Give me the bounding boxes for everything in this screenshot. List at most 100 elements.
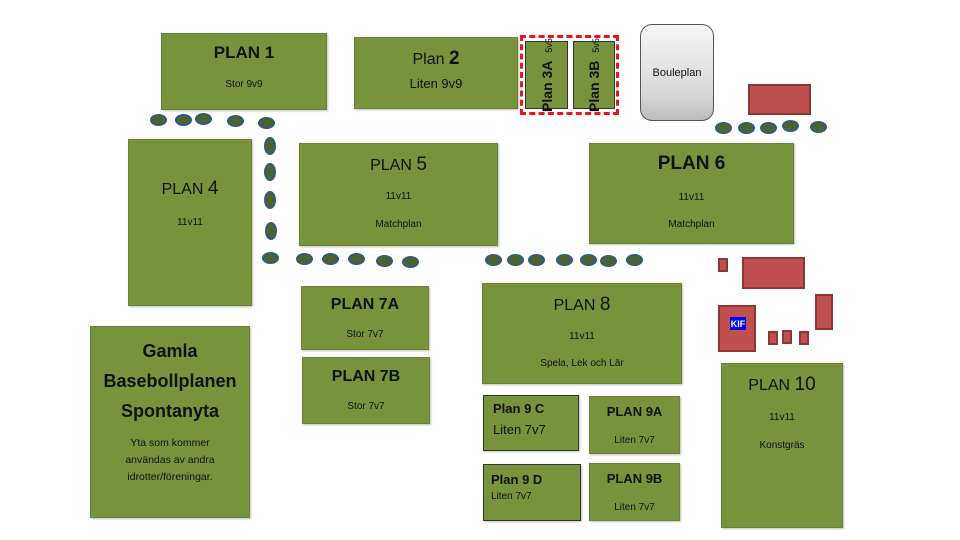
field-plan-3b[interactable]: Plan 3B 5v5 <box>573 38 615 112</box>
field-title: PLAN 9B <box>606 471 663 486</box>
field-plan-9c[interactable]: Plan 9 C Liten 7v7 <box>483 395 579 451</box>
title-number: 10 <box>794 374 816 395</box>
field-baseball-spontanyta[interactable]: Gamla Basebollplanen Spontanyta Yta som … <box>90 326 250 518</box>
bouleplan-label: Bouleplan <box>652 66 702 79</box>
field-plan-1[interactable]: PLAN 1 Stor 9v9 <box>161 33 327 110</box>
tree-icon <box>348 253 365 265</box>
field-note: Matchplan <box>375 219 422 230</box>
field-plan-4[interactable]: PLAN 4 11v11 <box>128 139 252 306</box>
field-plan-3a[interactable]: Plan 3A 5v5 <box>525 38 568 112</box>
description-line: idrotter/föreningar. <box>127 471 213 483</box>
title-prefix: PLAN <box>553 297 600 314</box>
tree-icon <box>760 122 777 134</box>
tree-icon <box>175 114 192 126</box>
field-subtitle: Stor 7v7 <box>347 401 385 412</box>
field-plan-8[interactable]: PLAN 8 11v11 Spela, Lek och Lär <box>482 283 682 384</box>
title-number: 8 <box>599 294 611 315</box>
field-subtitle: Stor 9v9 <box>225 79 263 90</box>
building <box>742 257 805 289</box>
field-title: Plan 3B <box>586 60 602 112</box>
title-line: Basebollplanen <box>103 371 237 391</box>
field-title: PLAN 8 <box>483 294 681 317</box>
field-subtitle: Liten 7v7 <box>614 435 655 446</box>
field-plan-7a[interactable]: PLAN 7A Stor 7v7 <box>301 286 429 350</box>
field-subtitle: Liten 9v9 <box>409 76 463 91</box>
building <box>799 331 809 345</box>
title-prefix: Plan <box>412 51 449 68</box>
title-number: 4 <box>207 178 219 199</box>
club-badge-label: KIF <box>730 318 746 329</box>
building <box>748 84 811 115</box>
field-subtitle: 11v11 <box>385 191 412 202</box>
field-note: Matchplan <box>668 219 715 230</box>
field-plan-7b[interactable]: PLAN 7B Stor 7v7 <box>302 357 430 424</box>
tree-icon <box>738 122 755 134</box>
tree-icon <box>227 115 244 127</box>
tree-icon <box>580 254 597 266</box>
building <box>718 258 728 272</box>
tree-icon <box>782 120 799 132</box>
field-plan-10[interactable]: PLAN 10 11v11 Konstgräs <box>721 363 843 528</box>
field-title: PLAN 7B <box>331 368 401 385</box>
tree-icon <box>376 255 393 267</box>
field-plan-9a[interactable]: PLAN 9A Liten 7v7 <box>589 396 680 454</box>
field-label: Plan 3B 5v5 <box>586 38 602 112</box>
tree-icon <box>528 254 545 266</box>
tree-icon <box>195 113 212 125</box>
tree-icon <box>264 137 276 155</box>
field-subtitle: 11v11 <box>678 192 705 203</box>
field-title: Plan 9 C <box>493 401 545 416</box>
field-note: Spela, Lek och Lär <box>540 358 624 369</box>
field-description: Yta som kommer användas av andra idrotte… <box>91 435 249 486</box>
field-title: Plan 9 D <box>491 472 543 487</box>
clubhouse[interactable]: KIF <box>718 305 756 352</box>
field-note: Konstgräs <box>759 440 805 451</box>
tree-icon <box>507 254 524 266</box>
building <box>782 330 792 344</box>
field-plan-5[interactable]: PLAN 5 11v11 Matchplan <box>299 143 498 246</box>
tree-icon <box>715 122 732 134</box>
field-subtitle: 5v5 <box>591 38 601 53</box>
field-plan-2[interactable]: Plan 2 Liten 9v9 <box>354 37 518 109</box>
field-title: PLAN 10 <box>722 374 842 397</box>
building <box>815 294 833 330</box>
title-prefix: PLAN <box>161 181 208 198</box>
field-subtitle: Liten 7v7 <box>614 502 655 513</box>
title-number: 5 <box>416 154 427 175</box>
tree-icon <box>402 256 419 268</box>
title-prefix: PLAN <box>748 377 795 394</box>
field-label: Plan 3A 5v5 <box>539 38 555 112</box>
tree-icon <box>322 253 339 265</box>
field-title: Plan 2 <box>355 48 517 71</box>
field-subtitle: 11v11 <box>569 331 595 342</box>
tree-icon <box>258 117 275 129</box>
tree-icon <box>556 254 573 266</box>
title-line: Gamla <box>142 341 198 361</box>
field-plan-9b[interactable]: PLAN 9B Liten 7v7 <box>589 463 680 521</box>
tree-icon <box>810 121 827 133</box>
field-plan-9d[interactable]: Plan 9 D Liten 7v7 <box>483 464 581 521</box>
field-plan-6[interactable]: PLAN 6 11v11 Matchplan <box>589 143 794 244</box>
highlight-box-plan-3 <box>520 35 619 115</box>
field-title: PLAN 9A <box>606 404 663 419</box>
tree-icon <box>265 222 277 240</box>
title-prefix: PLAN <box>370 157 417 174</box>
field-subtitle: 11v11 <box>769 412 795 423</box>
field-subtitle: Liten 7v7 <box>493 422 546 437</box>
club-badge-icon: KIF <box>730 317 746 330</box>
bouleplan[interactable]: Bouleplan <box>640 24 714 121</box>
field-title: Plan 3A <box>538 60 555 112</box>
field-subtitle: Liten 7v7 <box>491 491 532 502</box>
field-subtitle: 11v11 <box>177 217 203 228</box>
title-line: Spontanyta <box>120 401 219 421</box>
field-title: PLAN 1 <box>213 43 275 62</box>
description-line: användas av andra <box>125 454 215 466</box>
tree-icon <box>485 254 502 266</box>
tree-icon <box>600 255 617 267</box>
tree-icon <box>262 252 279 264</box>
title-number: 2 <box>448 48 460 69</box>
field-title: PLAN 5 <box>300 154 497 177</box>
tree-icon <box>296 253 313 265</box>
tree-icon <box>264 191 276 209</box>
tree-icon <box>626 254 643 266</box>
